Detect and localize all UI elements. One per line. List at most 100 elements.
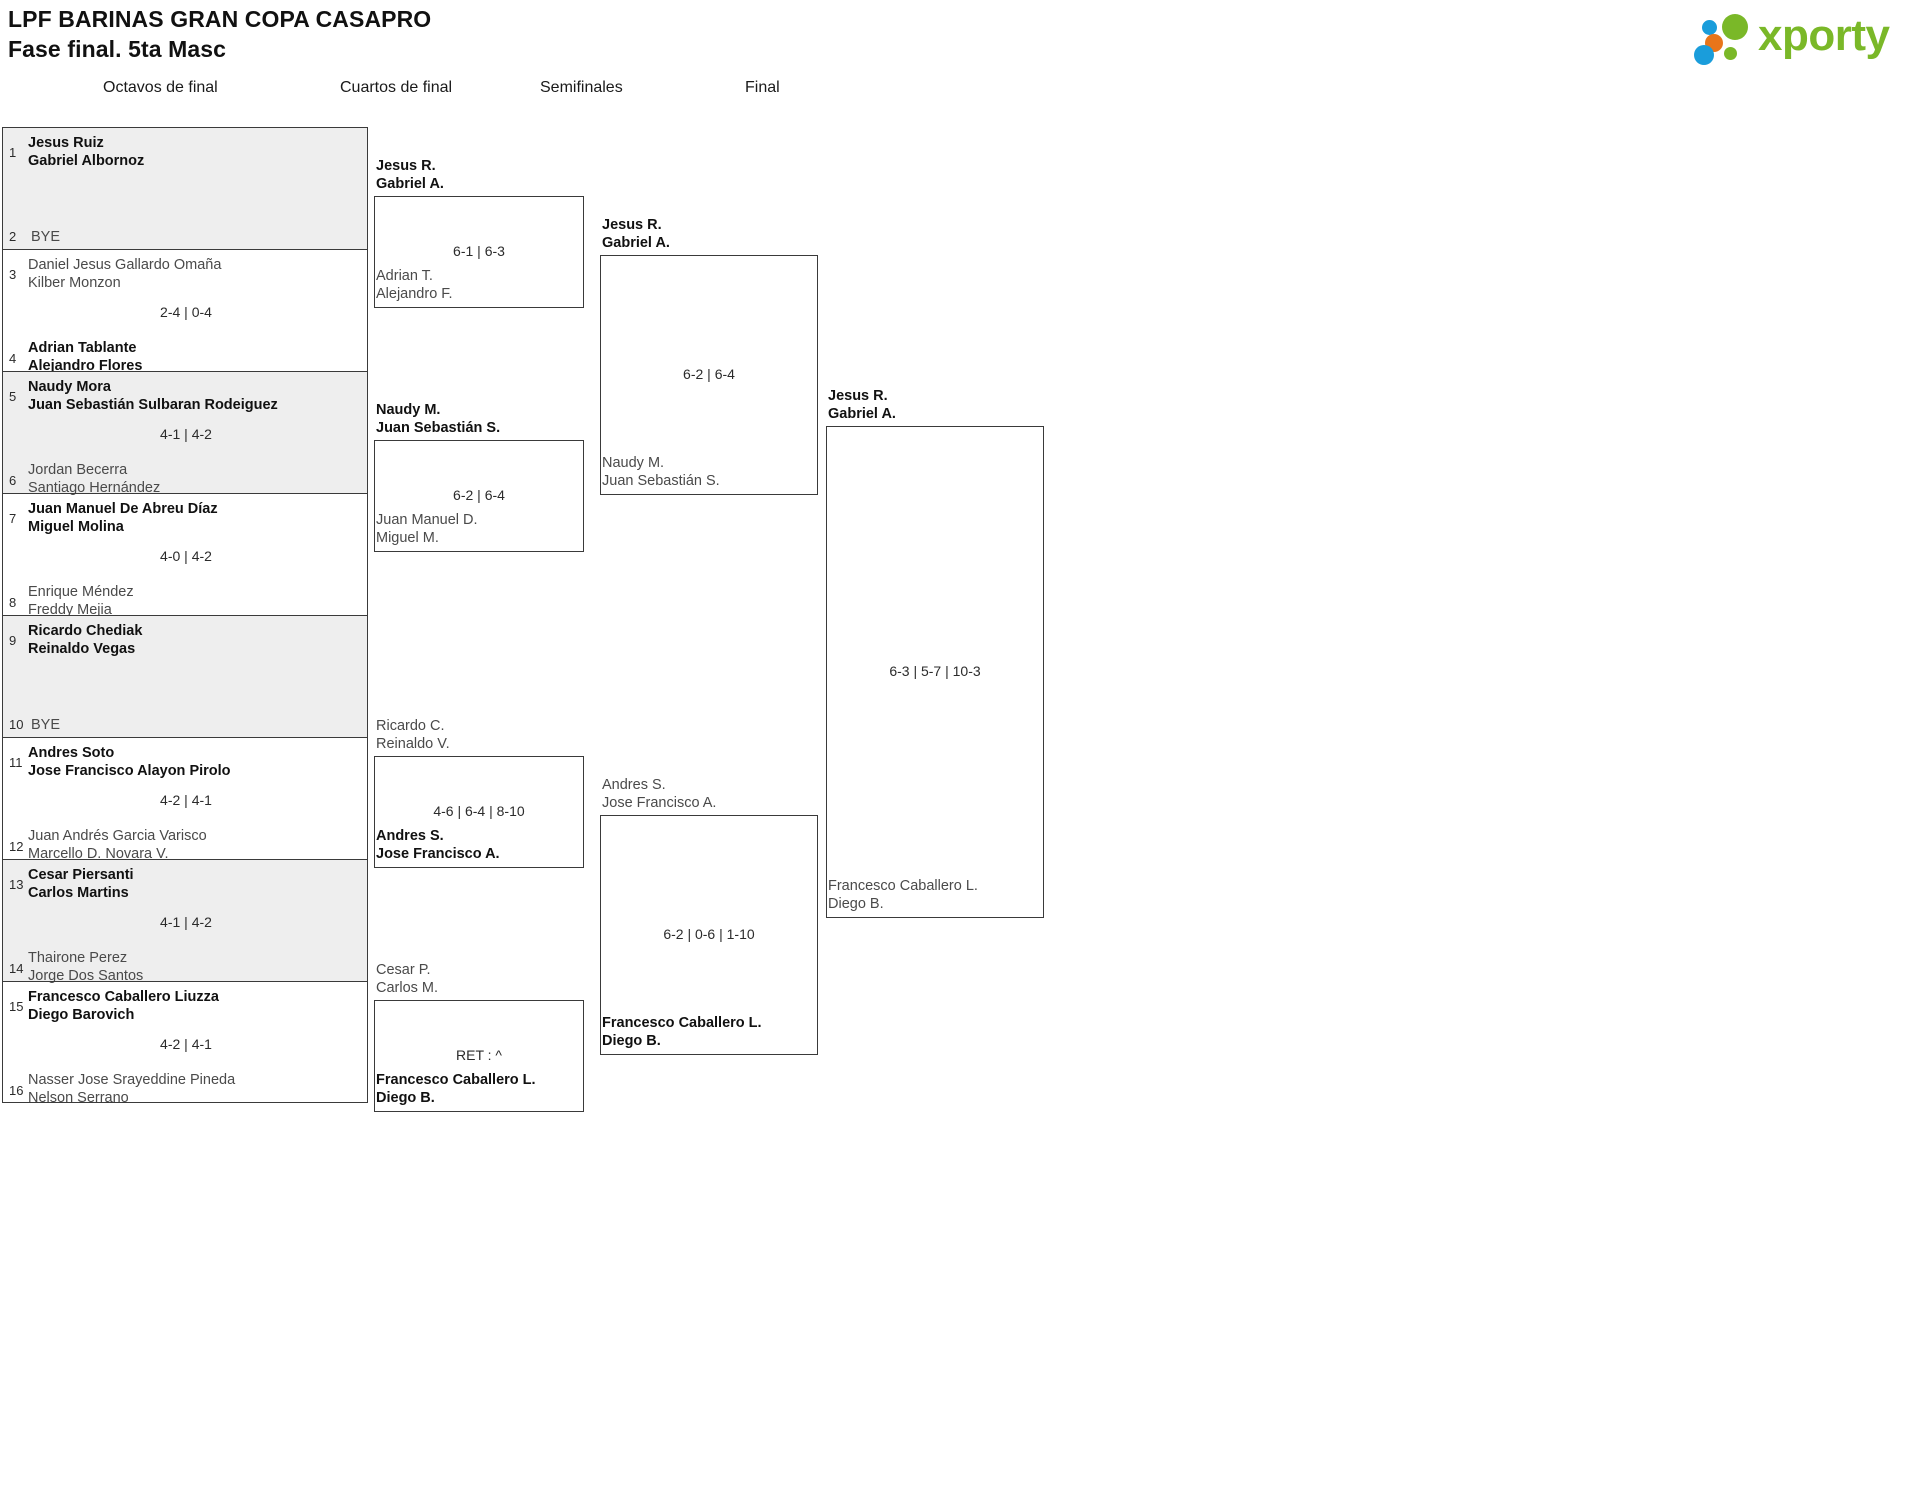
player-name: Carlos Martins [28, 885, 129, 901]
team-names: Naudy M.Juan Sebastián S. [376, 401, 500, 437]
player-name: Ricardo Chediak [28, 623, 143, 639]
player-name: Santiago Hernández [28, 480, 161, 496]
player-name: Cesar Piersanti [28, 867, 134, 883]
seed-number: 2 [9, 229, 17, 244]
match-score: 4-6 | 6-4 | 8-10 [433, 803, 525, 819]
bracket-connector [374, 440, 584, 552]
xporty-logo[interactable]: xporty [1692, 8, 1912, 66]
player-name: Naudy M. [602, 455, 665, 471]
team-names: Juan Manuel D.Miguel M. [376, 511, 478, 547]
player-name: Jorge Dos Santos [28, 968, 144, 984]
player-name: Francesco Caballero Liuzza [28, 989, 219, 1005]
tournament-phase: Fase final. 5ta Masc [8, 36, 227, 62]
player-name: Francesco Caballero L. [602, 1015, 762, 1031]
tournament-name: LPF BARINAS GRAN COPA CASAPRO [8, 6, 432, 32]
player-name: Miguel M. [376, 530, 439, 546]
player-name: Thairone Perez [28, 950, 128, 966]
team-names: Ricardo C. Reinaldo V. [376, 717, 450, 753]
player-name: Daniel Jesus Gallardo Omaña [28, 257, 222, 273]
player-name: Juan Sebastián Sulbaran Rodeiguez [28, 397, 278, 413]
seed-number: 8 [9, 595, 17, 610]
player-name: Cesar P. [376, 962, 431, 978]
player-name: Andres S. [376, 828, 444, 844]
match-score: RET : ^ [456, 1047, 502, 1063]
team-names: Jesus R.Gabriel A. [602, 216, 670, 252]
bracket-connector [374, 756, 584, 868]
seed-number: 11 [9, 755, 23, 770]
match-score: 6-2 | 6-4 [683, 366, 735, 382]
player-name: Diego B. [828, 896, 884, 912]
player-name: Alejandro Flores [28, 358, 143, 374]
team-names: Andres S.Jose Francisco A. [376, 827, 500, 863]
player-name: Juan Sebastián S. [602, 473, 720, 489]
player-name: Gabriel A. [828, 406, 896, 422]
seed-number: 1 [9, 145, 17, 160]
team-names: Francesco Caballero L.Diego B. [376, 1071, 536, 1107]
player-name: Jordan Becerra [28, 462, 128, 478]
match-score: 4-1 | 4-2 [160, 426, 212, 442]
player-name: Miguel Molina [28, 519, 124, 535]
player-name: Jesus R. [376, 158, 436, 174]
player-name: Diego B. [376, 1090, 435, 1106]
seed-number: 6 [9, 473, 17, 488]
round-header-octavos: Octavos de final [103, 79, 218, 96]
player-name: Naudy Mora [28, 379, 111, 395]
bye-label: BYE [31, 229, 61, 245]
player-name: Freddy Mejia [28, 602, 112, 618]
player-name: Adrian T. [376, 268, 433, 284]
player-name: Kilber Monzon [28, 275, 121, 291]
team-names: Jesus R.Gabriel A. [828, 387, 896, 423]
bracket-connector [826, 426, 1044, 918]
player-name: Reinaldo V. [376, 736, 450, 752]
seed-number: 15 [9, 999, 24, 1014]
match-score: 2-4 | 0-4 [160, 304, 212, 320]
player-name: Francesco Caballero L. [828, 878, 978, 894]
player-name: Naudy M. [376, 402, 441, 418]
seed-number: 9 [9, 633, 17, 648]
seed-number: 5 [9, 389, 17, 404]
team-slot: 2 BYE [3, 189, 367, 250]
player-name: Diego B. [602, 1033, 661, 1049]
team-names: Naudy M. Juan Sebastián S. [602, 454, 720, 490]
player-name: Jose Francisco A. [602, 795, 717, 811]
seed-number: 16 [9, 1083, 24, 1098]
match-score: 6-2 | 6-4 [453, 487, 505, 503]
player-name: Ricardo C. [376, 718, 445, 734]
player-name: Andres Soto [28, 745, 115, 761]
player-name: Gabriel Albornoz [28, 153, 145, 169]
player-name: Andres S. [602, 777, 666, 793]
match-score: 4-1 | 4-2 [160, 914, 212, 930]
logo-dots-icon [1692, 14, 1758, 65]
seed-number: 14 [9, 961, 24, 976]
player-name: Nelson Serrano [28, 1090, 129, 1106]
